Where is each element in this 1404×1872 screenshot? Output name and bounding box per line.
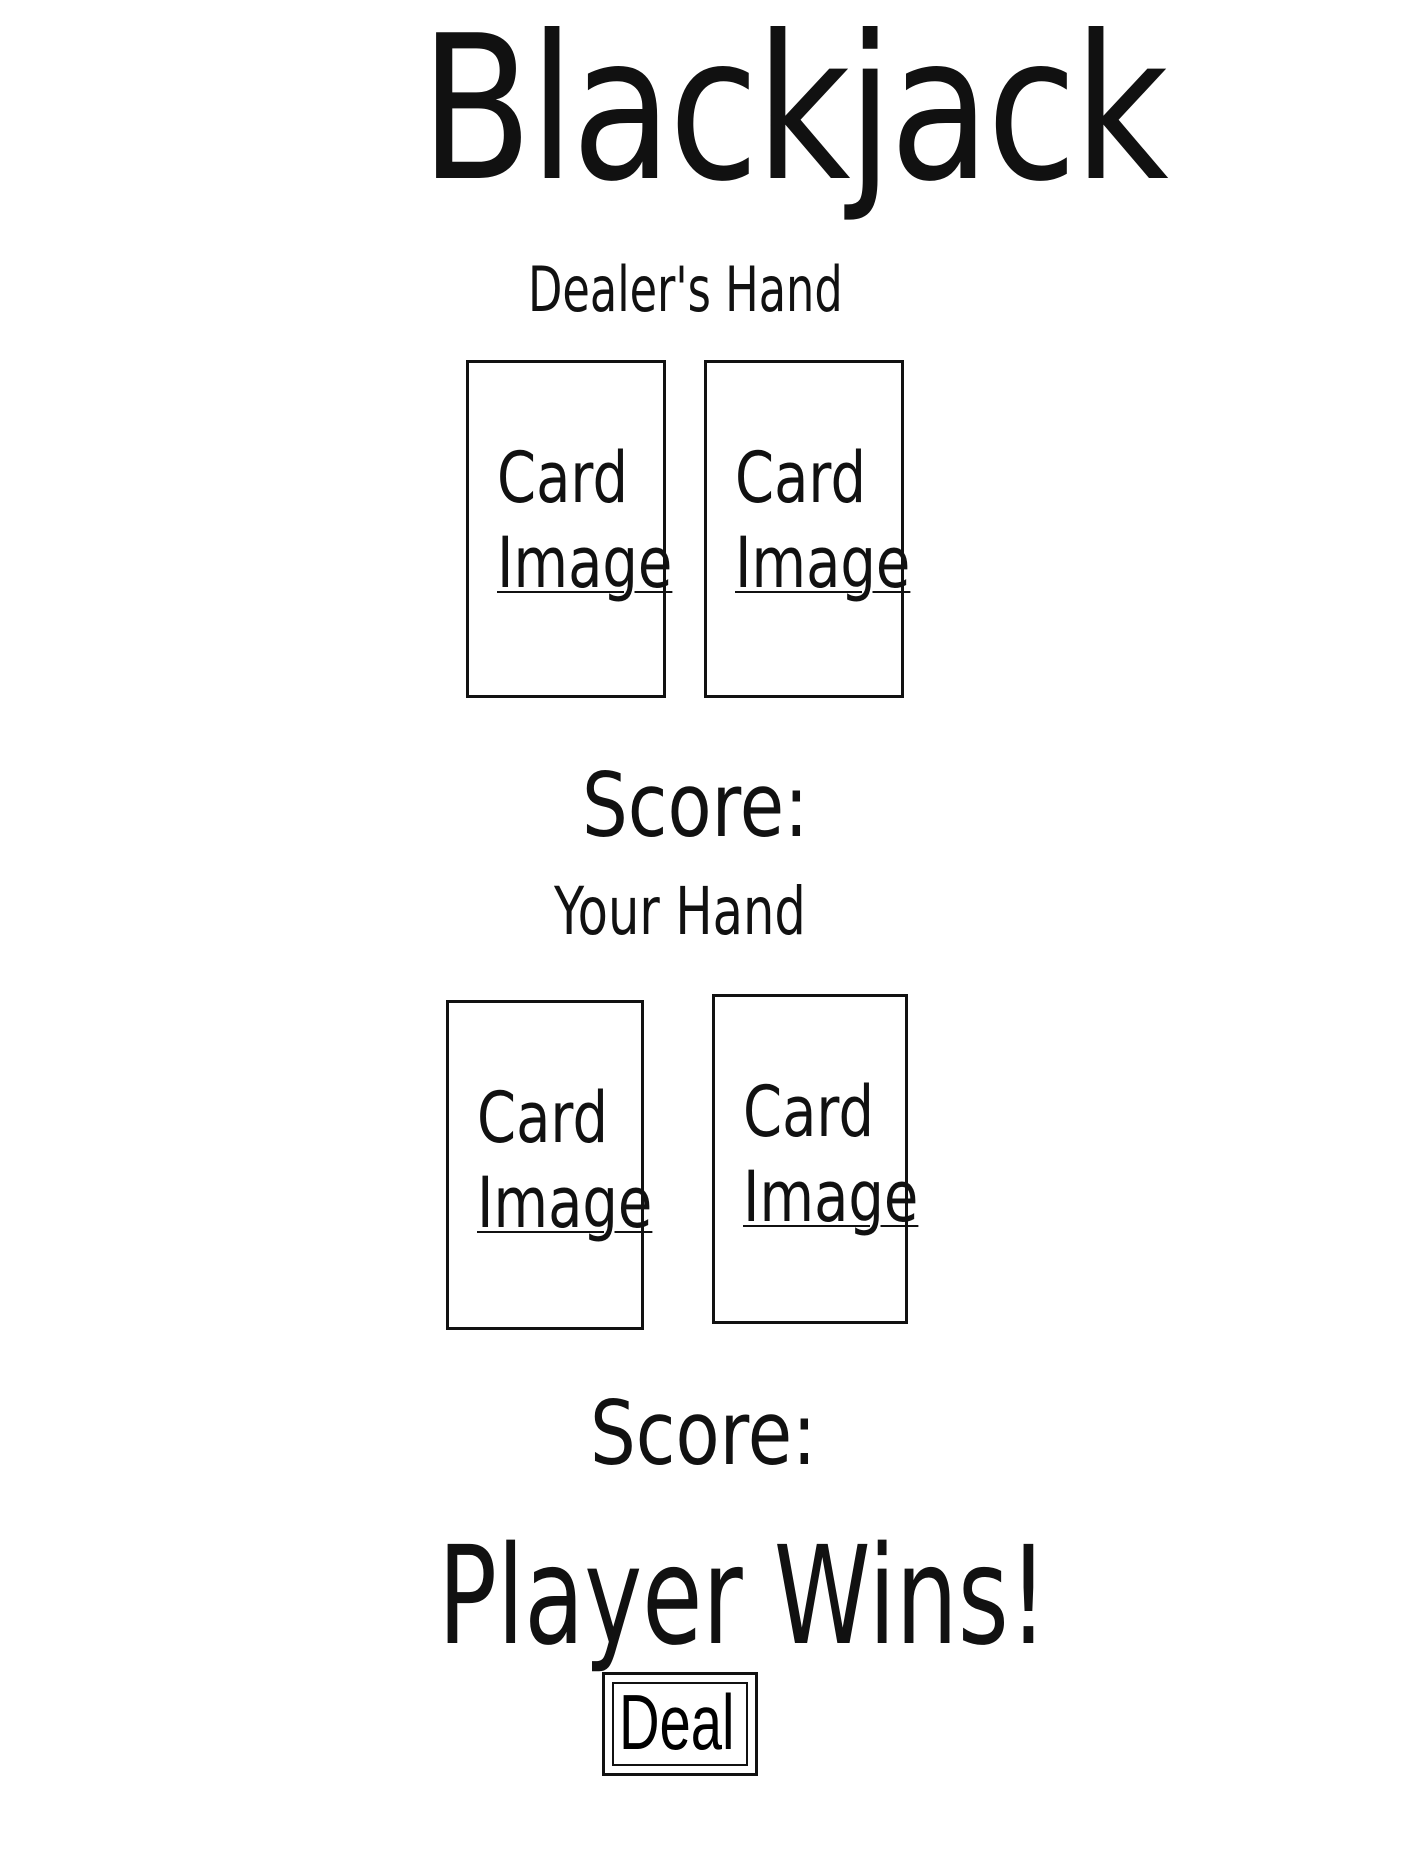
card-placeholder-text: Card: [477, 1077, 609, 1159]
card-placeholder-text: Image: [735, 522, 911, 604]
player-score: Score:: [590, 1382, 817, 1485]
dealer-hand-label: Dealer's Hand: [528, 253, 843, 326]
card-placeholder-text: Image: [743, 1156, 919, 1238]
player-hand-label: Your Hand: [554, 873, 806, 950]
dealer-card-1: Card Image: [466, 360, 673, 698]
dealer-score: Score:: [582, 754, 809, 857]
player-card-2: Card Image: [712, 994, 919, 1324]
card-placeholder-text: Image: [497, 522, 673, 604]
page-title: Blackjack: [420, 0, 1169, 226]
card-placeholder-text: Image: [477, 1162, 653, 1244]
card-placeholder-text: Card: [497, 437, 629, 519]
player-card-1: Card Image: [446, 1000, 653, 1330]
deal-button[interactable]: Deal: [602, 1672, 758, 1776]
deal-button-label: Deal: [619, 1678, 735, 1766]
deal-button-frame: [612, 1682, 748, 1766]
dealer-card-2: Card Image: [704, 360, 911, 698]
result-message: Player Wins!: [438, 1518, 1049, 1676]
card-placeholder-text: Card: [735, 437, 867, 519]
card-placeholder-text: Card: [743, 1071, 875, 1153]
